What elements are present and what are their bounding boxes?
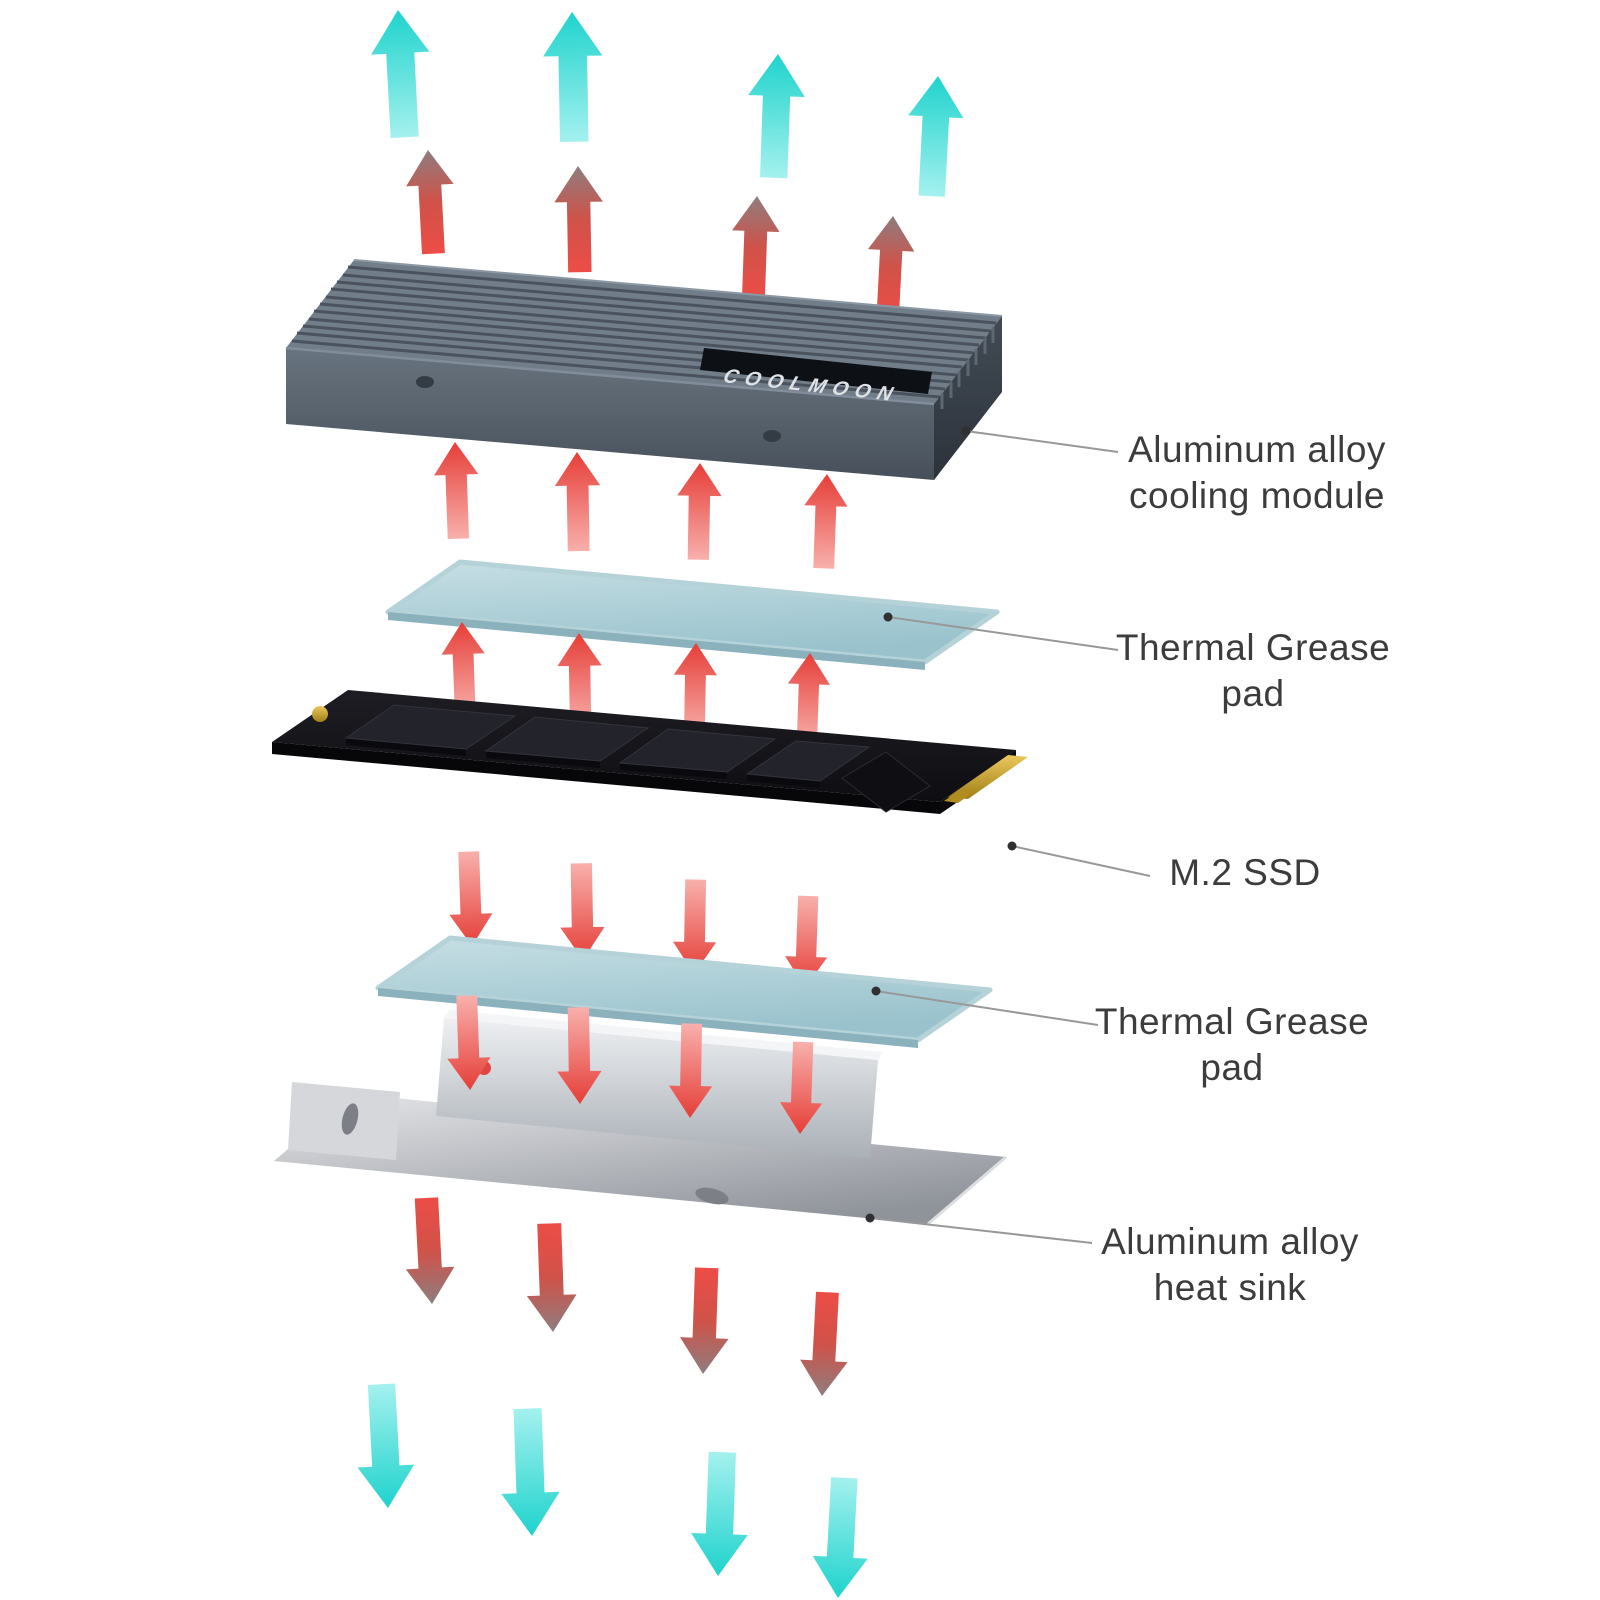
ssd-pcb-front-edge xyxy=(272,742,940,814)
leader-dot xyxy=(865,1213,875,1223)
chip-side xyxy=(346,738,466,756)
heat-up-arrow xyxy=(802,473,849,570)
thermal-pad-bottom xyxy=(375,935,993,1048)
cooling-module-front-face xyxy=(286,348,934,480)
bracket-base-plate xyxy=(274,1094,1006,1224)
label-heat-sink: heat sink xyxy=(1154,1267,1307,1308)
heatsink-fin-ends xyxy=(940,327,995,409)
leader-line xyxy=(887,616,1119,651)
m2-ssd xyxy=(272,690,1028,814)
label-thermal-pad-bottom: pad xyxy=(1200,1047,1263,1088)
leader-line xyxy=(875,990,1099,1026)
cool-air-down-arrow xyxy=(498,1407,562,1538)
ssd-edge-connector xyxy=(944,755,1028,803)
thermal-pad-top xyxy=(385,559,1000,670)
screw-hole xyxy=(416,376,434,388)
thermal-pad-top-edge xyxy=(388,612,925,670)
screw-hole xyxy=(763,430,781,442)
bracket-right-edge xyxy=(927,1155,1007,1226)
ssd-mount-notch xyxy=(312,706,328,722)
callouts: Aluminum alloy cooling module Thermal Gr… xyxy=(865,426,1390,1308)
heat-arrows-below-bracket xyxy=(402,1196,852,1398)
brand-badge xyxy=(700,348,932,394)
chip-side xyxy=(620,763,727,779)
leader-dot xyxy=(871,986,881,996)
cooling-module: COOLMOON xyxy=(285,259,1003,480)
connector-narrow-tab xyxy=(944,791,972,803)
cool-air-down-arrow xyxy=(689,1451,751,1577)
heatsink-front-top-edge xyxy=(285,346,935,406)
heat-down-arrow xyxy=(559,862,606,961)
heat-down-arrow xyxy=(447,850,494,947)
label-ssd: M.2 SSD xyxy=(1169,852,1321,893)
heat-up-arrow xyxy=(676,462,723,561)
heatsink-back-edge xyxy=(353,259,1003,317)
mount-slot xyxy=(341,1103,359,1135)
heat-sink-bracket xyxy=(274,1010,1007,1226)
leader-dot xyxy=(883,612,893,622)
leader-line xyxy=(965,430,1119,453)
controller-chip xyxy=(841,751,931,813)
label-thermal-pad-bottom: Thermal Grease xyxy=(1095,1001,1369,1042)
cool-air-down-arrow xyxy=(353,1382,417,1510)
bracket-back-wall xyxy=(436,1018,878,1158)
label-thermal-pad-top: pad xyxy=(1221,673,1284,714)
chip-side xyxy=(747,774,820,788)
cool-air-up-arrow xyxy=(368,8,434,139)
memory-chip xyxy=(484,716,650,762)
label-thermal-pad-top: Thermal Grease xyxy=(1116,627,1390,668)
heat-up-arrow xyxy=(432,441,481,540)
mount-slot xyxy=(695,1187,729,1205)
thermal-pad-bottom-edge xyxy=(378,988,918,1048)
heat-down-arrow xyxy=(402,1196,457,1306)
ssd-memory-chips xyxy=(344,704,931,813)
chip-side xyxy=(486,751,600,768)
heat-up-arrow xyxy=(553,165,605,273)
heat-down-arrow xyxy=(524,1222,578,1333)
leader-dot xyxy=(1007,841,1017,851)
heat-up-arrow xyxy=(729,195,781,301)
thermal-pad-top-surface xyxy=(385,559,1000,665)
cool-air-up-arrow xyxy=(745,53,807,179)
memory-chip xyxy=(344,704,517,750)
bracket-wall-top-edge xyxy=(444,1010,883,1060)
leader-line xyxy=(1011,845,1151,877)
leader-dot xyxy=(961,426,971,436)
cool-air-up-arrow xyxy=(542,11,604,143)
cool-air-arrows-bottom xyxy=(353,1382,872,1600)
leader-line xyxy=(869,1217,1093,1244)
memory-chip xyxy=(745,740,871,782)
cooling-module-end-face xyxy=(934,316,1002,480)
label-heat-sink: Aluminum alloy xyxy=(1101,1221,1359,1262)
label-cooling-module: cooling module xyxy=(1129,475,1385,516)
heat-up-arrow xyxy=(864,214,917,319)
memory-chip xyxy=(618,728,777,773)
heat-down-arrow xyxy=(678,1267,731,1375)
heat-up-arrow xyxy=(554,451,602,552)
cool-air-down-arrow xyxy=(810,1476,872,1600)
cool-air-up-arrow xyxy=(904,74,966,198)
heatsink-fins xyxy=(291,265,997,399)
heat-down-arrow xyxy=(798,1291,852,1398)
connector-wide-tab xyxy=(948,755,1028,799)
label-cooling-module: Aluminum alloy xyxy=(1128,429,1386,470)
cool-air-arrows-top xyxy=(368,8,966,198)
heat-up-arrow xyxy=(404,148,458,255)
